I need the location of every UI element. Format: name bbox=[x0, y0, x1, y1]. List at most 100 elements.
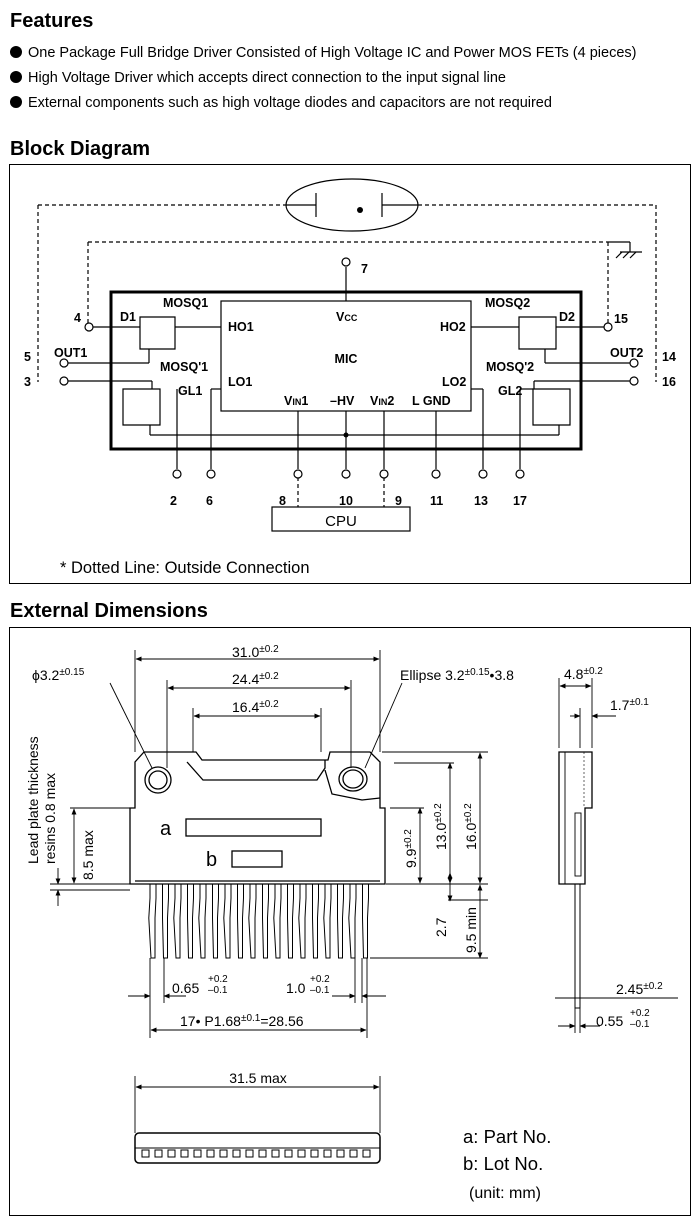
ho2-label: HO2 bbox=[440, 320, 466, 334]
dim-160-label: 16.0±0.2 bbox=[463, 803, 479, 850]
dim-244-label: 24.4±0.2 bbox=[232, 671, 279, 687]
tol-minus: –0.1 bbox=[310, 985, 330, 996]
lead-pin-bottom bbox=[271, 1149, 280, 1158]
lead-pin bbox=[323, 884, 332, 959]
pin-16-terminal bbox=[629, 376, 639, 386]
lo1-label: LO1 bbox=[228, 375, 252, 389]
lead-pin bbox=[262, 884, 269, 959]
gl2-label: GL2 bbox=[498, 384, 522, 398]
d2-label: D2 bbox=[559, 310, 575, 324]
dim-31-label: 31.0±0.2 bbox=[232, 644, 279, 660]
bullet-icon bbox=[10, 96, 22, 108]
dim-85-label: 8.5 max bbox=[80, 830, 96, 880]
gl2-box bbox=[532, 388, 571, 426]
junction-dot bbox=[357, 207, 363, 213]
bottom-view bbox=[134, 1076, 381, 1164]
lead-pin bbox=[348, 884, 357, 959]
lead-pin-bottom bbox=[297, 1149, 306, 1158]
mosq1-box bbox=[139, 316, 176, 350]
lead-pin-bottom bbox=[206, 1149, 215, 1158]
lead-pin-bottom bbox=[258, 1149, 267, 1158]
pin-16-label: 16 bbox=[662, 375, 676, 389]
ho1-label: HO1 bbox=[228, 320, 254, 334]
tol-minus: –0.1 bbox=[208, 985, 228, 996]
lead-pin-bottom bbox=[180, 1149, 189, 1158]
pin-6-label: 6 bbox=[206, 494, 213, 508]
dotted-line-note: * Dotted Line: Outside Connection bbox=[60, 559, 310, 577]
lead-pin bbox=[162, 884, 169, 959]
vcc-label: VCC bbox=[336, 310, 358, 324]
pin-5-terminal bbox=[59, 358, 69, 368]
lead-pin-bottom bbox=[245, 1149, 254, 1158]
dim-065-label: 0.65 bbox=[172, 980, 199, 996]
d1-label: D1 bbox=[120, 310, 136, 324]
package-body bbox=[129, 751, 386, 885]
lead-pin bbox=[287, 884, 294, 959]
pitch-label: 17• P1.68±0.1=28.56 bbox=[180, 1013, 304, 1029]
features-heading: Features bbox=[10, 10, 94, 32]
mic-label: MIC bbox=[335, 352, 358, 366]
lgnd-label: L GND bbox=[412, 394, 451, 408]
lead-pin bbox=[337, 884, 344, 959]
lead-pin bbox=[223, 884, 232, 959]
pin-10-terminal bbox=[341, 469, 351, 479]
lead-pin bbox=[173, 884, 182, 959]
lead-pin-bottom bbox=[141, 1149, 150, 1158]
pin-11-label: 11 bbox=[430, 494, 443, 508]
dimension-drawing: 31.0±0.2 24.4±0.2 16.4±0.2 ϕ3.2±0.15 Ell… bbox=[25, 644, 678, 1202]
mounting-hole-right bbox=[338, 766, 368, 792]
lead-pin-bottom bbox=[232, 1149, 241, 1158]
lead-pin bbox=[362, 884, 369, 959]
bullet-icon bbox=[10, 71, 22, 83]
feature-item-2: High Voltage Driver which accepts direct… bbox=[10, 70, 506, 86]
dim-10-label: 1.0 bbox=[286, 980, 306, 996]
mounting-hole-left bbox=[144, 766, 172, 794]
bullet-icon bbox=[10, 46, 22, 58]
pin-2-label: 2 bbox=[170, 494, 177, 508]
feature-text: External components such as high voltage… bbox=[28, 95, 552, 111]
lead-pin bbox=[212, 884, 219, 959]
pin-4-label: 4 bbox=[74, 311, 81, 325]
dim-164-label: 16.4±0.2 bbox=[232, 699, 279, 715]
lead-pin-bottom bbox=[336, 1149, 345, 1158]
lead-pin bbox=[148, 884, 157, 959]
pin-17-terminal bbox=[515, 469, 525, 479]
dim-315-label: 31.5 max bbox=[229, 1070, 287, 1086]
external-dimensions-heading: External Dimensions bbox=[10, 600, 208, 622]
pin-13-label: 13 bbox=[474, 494, 488, 508]
feature-item-1: One Package Full Bridge Driver Consisted… bbox=[10, 45, 636, 61]
gl1-label: GL1 bbox=[178, 384, 202, 398]
pin-15-label: 15 bbox=[614, 312, 628, 326]
lot-number-area bbox=[231, 850, 283, 868]
label-a: a bbox=[160, 818, 172, 840]
package-leads bbox=[148, 884, 369, 959]
lead-pin bbox=[248, 884, 257, 959]
external-dimensions-frame: 31.0±0.2 24.4±0.2 16.4±0.2 ϕ3.2±0.15 Ell… bbox=[9, 627, 691, 1216]
cpu-box bbox=[271, 506, 411, 532]
junction-dot bbox=[343, 432, 349, 438]
lead-pin-bottom bbox=[219, 1149, 228, 1158]
cpu-label: CPU bbox=[325, 513, 357, 530]
unit-label: (unit: mm) bbox=[469, 1185, 541, 1202]
pin-17-label: 17 bbox=[513, 494, 527, 508]
lead-pin bbox=[187, 884, 194, 959]
pin-7-terminal bbox=[341, 257, 351, 267]
pin-9-terminal bbox=[379, 469, 389, 479]
dim-95-label: 9.5 min bbox=[463, 907, 479, 953]
side-view bbox=[558, 751, 593, 1009]
mosq2-label: MOSQ2 bbox=[485, 296, 530, 310]
out1-label: OUT1 bbox=[54, 346, 87, 360]
tol-plus: +0.2 bbox=[208, 974, 228, 985]
mosq1-label: MOSQ1 bbox=[163, 296, 208, 310]
pin-13-terminal bbox=[478, 469, 488, 479]
mosq2p-label: MOSQ'2 bbox=[486, 360, 534, 374]
feature-text: One Package Full Bridge Driver Consisted… bbox=[28, 45, 637, 61]
pin-11-terminal bbox=[431, 469, 441, 479]
pin-9-label: 9 bbox=[395, 494, 402, 508]
hole-diameter-label: ϕ3.2±0.15 bbox=[32, 667, 85, 683]
dim-99-label: 9.9±0.2 bbox=[403, 829, 419, 868]
dim-245-label: 2.45±0.2 bbox=[616, 981, 663, 997]
lead-pin bbox=[237, 884, 244, 959]
dim-17-label: 1.7±0.1 bbox=[610, 697, 649, 713]
pin-7-label: 7 bbox=[361, 262, 368, 276]
